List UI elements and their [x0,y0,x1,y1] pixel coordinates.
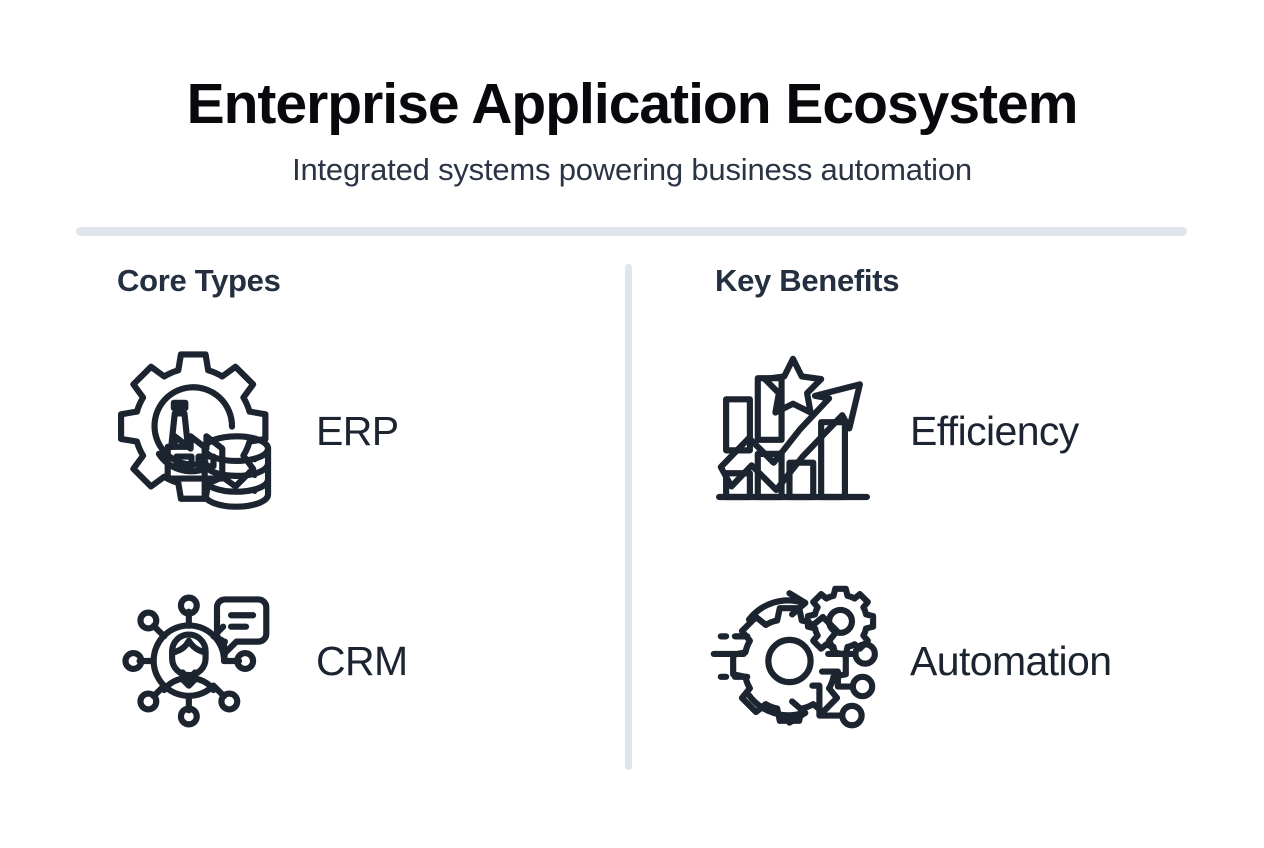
list-item-label-crm: CRM [316,638,408,684]
list-item-label-erp: ERP [316,408,399,454]
key-benefits-list: Efficiency [698,336,1218,756]
list-item-efficiency[interactable]: Efficiency [698,336,1218,526]
list-item-label-efficiency: Efficiency [910,408,1079,454]
list-item-erp[interactable]: ERP [100,336,620,526]
column-divider [625,264,632,770]
list-item-label-automation: Automation [910,638,1112,684]
core-types-list: ERP [100,336,620,756]
columns-container: Core Types [0,262,1264,782]
growth-chart-star-arrow-icon [698,336,888,526]
gears-circuit-arrows-icon [698,566,888,756]
list-item-crm[interactable]: CRM [100,566,620,756]
column-core-types: Core Types [100,262,620,728]
header: Enterprise Application Ecosystem Integra… [0,0,1264,189]
customer-network-chat-icon [100,566,290,756]
gear-factory-database-icon [100,336,290,526]
header-divider [76,227,1187,236]
column-heading-core-types: Core Types [117,263,281,298]
page-title: Enterprise Application Ecosystem [186,72,1079,136]
column-key-benefits: Key Benefits [698,262,1218,729]
page-subtitle: Integrated systems powering business aut… [292,152,972,187]
list-item-automation[interactable]: Automation [698,566,1218,756]
column-heading-key-benefits: Key Benefits [715,263,900,298]
